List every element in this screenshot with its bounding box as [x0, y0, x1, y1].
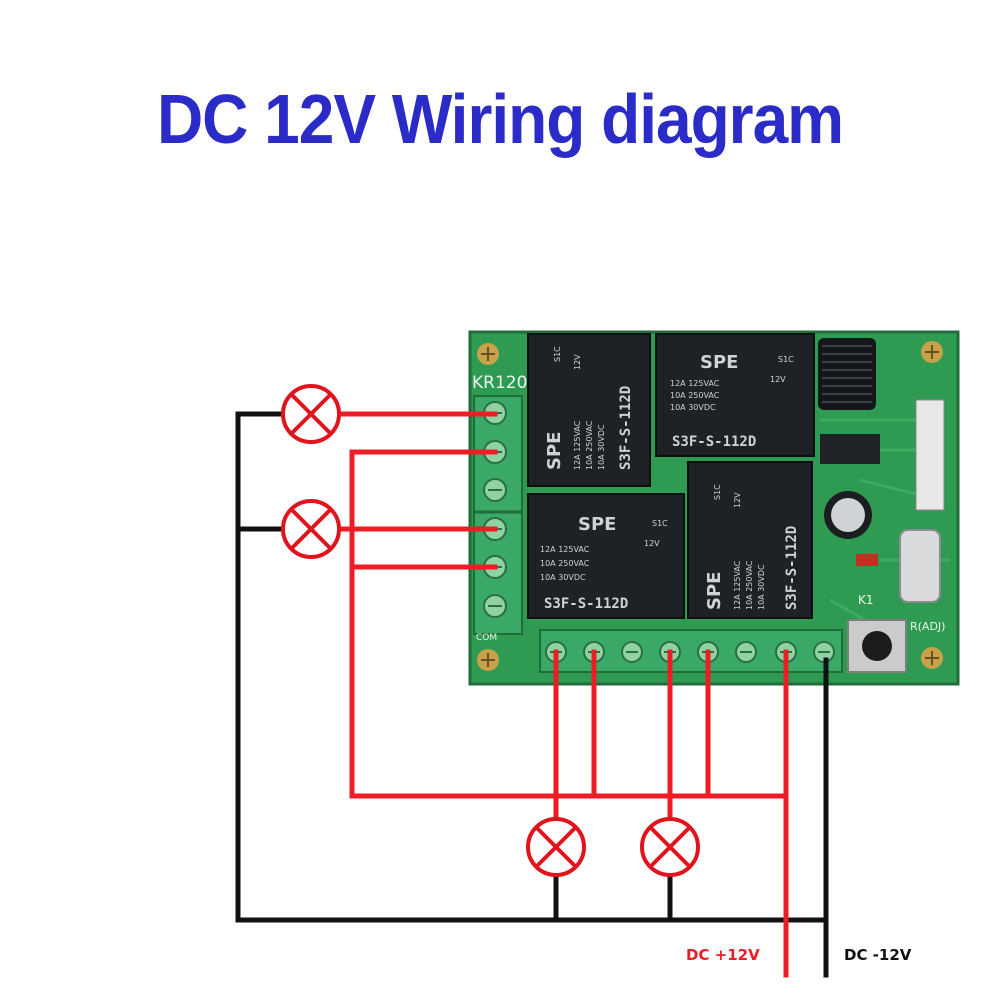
- dc-positive-label: DC +12V: [686, 946, 760, 964]
- push-button-icon: [847, 619, 907, 673]
- screw-icon: [921, 341, 943, 363]
- negative-wiring: [235, 411, 829, 978]
- svg-text:10A 30VDC: 10A 30VDC: [757, 564, 766, 610]
- resistor-icon: [856, 554, 878, 566]
- svg-text:S1C: S1C: [713, 484, 722, 500]
- svg-text:12V: 12V: [573, 354, 582, 370]
- svg-text:10A 250VAC: 10A 250VAC: [540, 559, 590, 568]
- svg-text:10A 250VAC: 10A 250VAC: [585, 420, 594, 470]
- screw-icon: [477, 343, 499, 365]
- svg-text:10A 30VDC: 10A 30VDC: [597, 424, 606, 470]
- svg-text:12A 125VAC: 12A 125VAC: [670, 379, 720, 388]
- page-title: DC 12V Wiring diagram: [156, 80, 844, 158]
- svg-text:10A 30VDC: 10A 30VDC: [540, 573, 586, 582]
- left-terminal-block: [473, 395, 523, 635]
- svg-text:SPE: SPE: [700, 352, 738, 373]
- lamp-1: [281, 384, 341, 444]
- relay-4: SPE 12A 125VAC 10A 250VAC 10A 30VDC S3F-…: [687, 461, 813, 619]
- com-label: COM: [476, 633, 497, 643]
- svg-text:S1C: S1C: [778, 355, 794, 364]
- svg-text:12V: 12V: [770, 375, 786, 384]
- svg-text:S3F-S-112D: S3F-S-112D: [618, 386, 634, 470]
- crystal-icon: [899, 529, 941, 603]
- relay-1: SPE 12A 125VAC 10A 250VAC 10A 30VDC S3F-…: [527, 333, 651, 487]
- positive-wiring: [337, 411, 789, 978]
- adj-label: R(ADJ): [910, 620, 945, 633]
- lamp-4: [640, 817, 700, 877]
- svg-text:12A 125VAC: 12A 125VAC: [573, 420, 582, 470]
- lamp-2: [281, 499, 341, 559]
- board-model-label: KR120: [472, 373, 527, 393]
- svg-text:12A 125VAC: 12A 125VAC: [733, 560, 742, 610]
- svg-text:S1C: S1C: [652, 519, 668, 528]
- dc-negative-label: DC -12V: [844, 946, 912, 964]
- chip-icon: [820, 434, 880, 464]
- screw-icon: [921, 647, 943, 669]
- svg-text:12V: 12V: [644, 539, 660, 548]
- svg-text:SPE: SPE: [544, 432, 565, 470]
- capacitor-icon: [824, 491, 872, 539]
- svg-text:10A 250VAC: 10A 250VAC: [745, 560, 754, 610]
- svg-text:S3F-S-112D: S3F-S-112D: [784, 526, 800, 610]
- antenna-coil-icon: [818, 338, 876, 410]
- negative-main-wire: [235, 411, 285, 923]
- screw-icon: [477, 649, 499, 671]
- svg-text:S3F-S-112D: S3F-S-112D: [544, 596, 628, 612]
- receiver-board: KR120 COM SPE 12A 125VAC 10A 250VAC 10A …: [468, 330, 960, 686]
- svg-text:10A 250VAC: 10A 250VAC: [670, 391, 720, 400]
- terminal-screw-icon: [621, 641, 643, 663]
- svg-text:S3F-S-112D: S3F-S-112D: [672, 434, 756, 450]
- relay-3: SPE S1C 12V 12A 125VAC 10A 250VAC 10A 30…: [527, 493, 685, 619]
- pin-header: [915, 399, 945, 511]
- button-label: K1: [858, 593, 874, 607]
- relay-2: SPE S1C 12V 12A 125VAC 10A 250VAC 10A 30…: [655, 333, 815, 457]
- svg-text:12V: 12V: [733, 492, 742, 508]
- svg-text:S1C: S1C: [553, 346, 562, 362]
- terminal-screw-icon: [483, 594, 507, 618]
- svg-text:SPE: SPE: [578, 514, 616, 535]
- terminal-screw-icon: [483, 478, 507, 502]
- terminal-screw-icon: [735, 641, 757, 663]
- svg-text:10A 30VDC: 10A 30VDC: [670, 403, 716, 412]
- svg-text:12A 125VAC: 12A 125VAC: [540, 545, 590, 554]
- svg-text:SPE: SPE: [704, 572, 725, 610]
- lamp-3: [526, 817, 586, 877]
